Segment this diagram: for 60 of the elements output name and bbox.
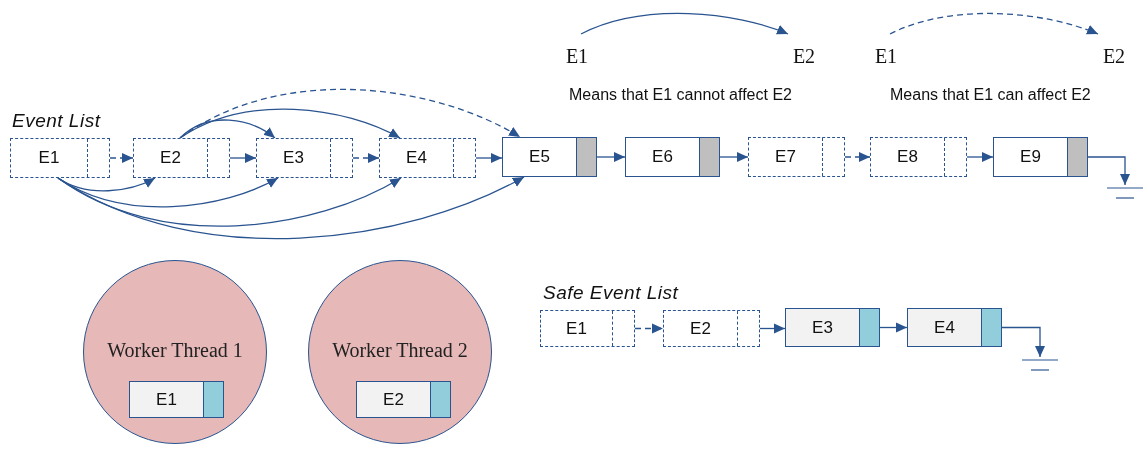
- list-node: [133, 138, 230, 178]
- list-title: Safe Event List: [543, 282, 679, 304]
- event-term: E2: [1102, 46, 1126, 66]
- list-node: [10, 138, 110, 178]
- list-node: [129, 381, 224, 418]
- event-label: E7: [774, 147, 797, 167]
- list-node: [993, 137, 1088, 177]
- dashed-arrow: [889, 12, 1099, 35]
- event-label: E5: [528, 147, 551, 167]
- ground-symbol: [1107, 185, 1143, 197]
- arrow: [580, 12, 789, 35]
- event-label: E4: [933, 317, 956, 338]
- list-node: [540, 310, 635, 347]
- list-node: [356, 381, 451, 418]
- dashed-arrow: [109, 153, 134, 163]
- list-node: [256, 138, 353, 178]
- arrow: [57, 176, 525, 239]
- event-term: E1: [565, 46, 589, 66]
- event-term: E1: [874, 46, 898, 66]
- arrow: [879, 322, 908, 333]
- list-node: [625, 137, 720, 177]
- event-label: E4: [405, 148, 428, 168]
- event-label: E3: [811, 317, 834, 338]
- list-node: [785, 308, 880, 347]
- event-term: E2: [792, 46, 816, 66]
- arrow: [759, 323, 786, 334]
- legend-note: Means that E1 can affect E2: [890, 86, 1091, 104]
- arrow: [966, 152, 994, 162]
- list-node: [748, 137, 845, 177]
- event-label: E8: [896, 147, 919, 167]
- arrow: [229, 153, 257, 163]
- event-label: E3: [282, 148, 305, 168]
- arrow: [57, 177, 402, 227]
- list-node: [907, 308, 1002, 347]
- ground-symbol: [1022, 357, 1058, 369]
- list-node: [870, 137, 967, 177]
- event-label: E2: [159, 148, 182, 168]
- arrow: [719, 152, 749, 162]
- thread-label: Worker Thread 1: [106, 339, 244, 362]
- legend-note: Means that E1 cannot affect E2: [569, 86, 792, 104]
- dashed-arrow: [352, 153, 380, 163]
- event-label: E1: [37, 148, 61, 168]
- list-node: [502, 137, 597, 177]
- dashed-arrow: [179, 89, 521, 139]
- arrow: [596, 152, 626, 162]
- thread-label: Worker Thread 2: [331, 339, 469, 362]
- event-label: E2: [382, 389, 405, 410]
- dashed-arrow: [634, 323, 664, 334]
- dashed-arrow: [844, 152, 871, 162]
- list-title: Event List: [12, 110, 101, 132]
- list-node: [379, 138, 476, 178]
- event-label: E1: [155, 389, 178, 410]
- arrow: [475, 153, 503, 163]
- arrow: [1087, 156, 1130, 186]
- list-node: [663, 310, 760, 347]
- arrow: [1001, 326, 1045, 358]
- event-label: E1: [565, 318, 588, 339]
- event-label: E2: [689, 318, 712, 339]
- event-label: E9: [1019, 147, 1042, 167]
- event-label: E6: [651, 147, 674, 167]
